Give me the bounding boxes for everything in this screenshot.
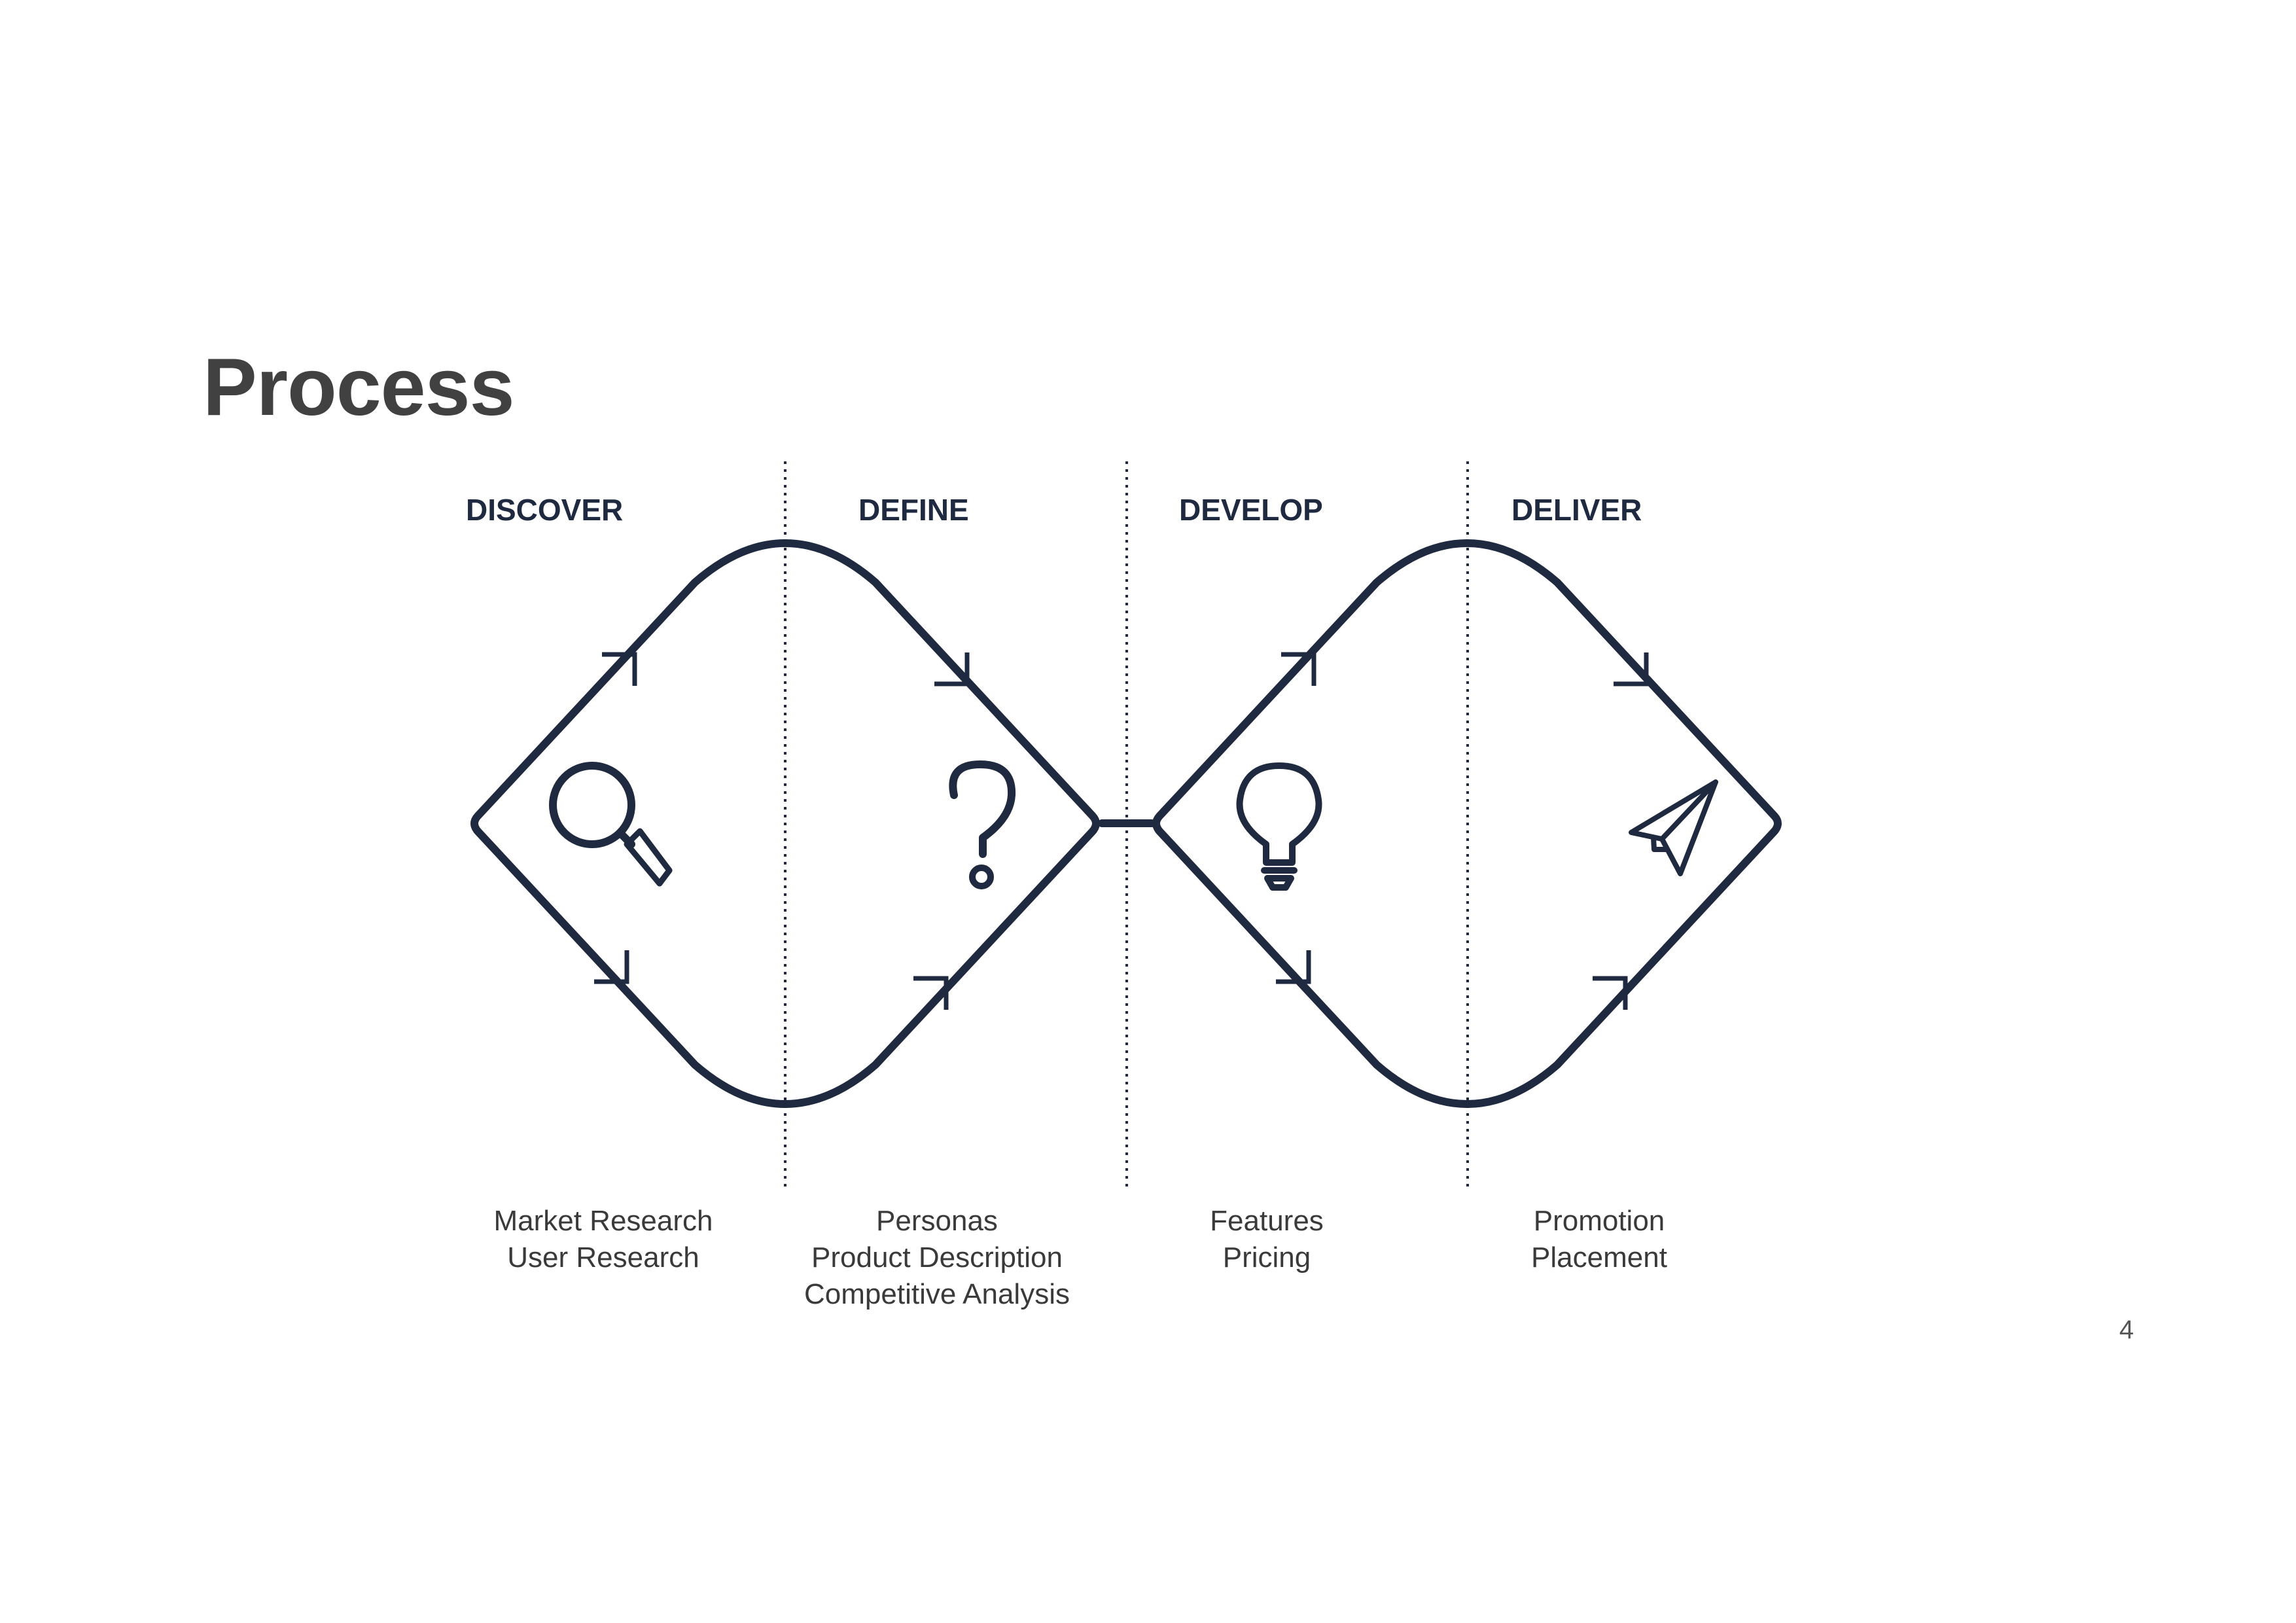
arrow-icon [1593, 976, 1628, 1010]
arrow-icon [1276, 950, 1311, 984]
phase-title-deliver: DELIVER [1511, 493, 1642, 527]
page-title: Process [203, 342, 515, 433]
arrow-icon [602, 652, 637, 686]
diamond-discover-define [470, 539, 1100, 1108]
list-item: Market Research [493, 1205, 713, 1237]
flow-arrows [594, 652, 1649, 1010]
phase-title-define: DEFINE [858, 493, 969, 527]
arrow-icon [934, 652, 970, 687]
list-item: Placement [1531, 1241, 1667, 1274]
list-item: Promotion [1533, 1205, 1665, 1237]
arrow-icon [1281, 652, 1316, 686]
paper-plane-icon [1629, 779, 1718, 876]
arrow-icon [594, 950, 629, 984]
page-number: 4 [2119, 1315, 2134, 1344]
question-mark-icon [949, 760, 1016, 889]
diamond-develop-deliver [1152, 539, 1782, 1108]
phase-items-develop: Features Pricing [1097, 1203, 1437, 1276]
phase-items-discover: Market Research User Research [433, 1203, 773, 1276]
list-item: User Research [507, 1241, 699, 1274]
lightbulb-icon [1236, 762, 1322, 891]
list-item: Competitive Analysis [804, 1278, 1070, 1310]
arrow-icon [913, 976, 949, 1010]
phase-title-discover: DISCOVER [466, 493, 623, 527]
phase-title-develop: DEVELOP [1179, 493, 1323, 527]
list-item: Product Description [811, 1241, 1063, 1274]
list-item: Personas [876, 1205, 998, 1237]
arrow-icon [1614, 652, 1649, 687]
phase-items-deliver: Promotion Placement [1429, 1203, 1769, 1276]
phase-items-define: Personas Product Description Competitive… [767, 1203, 1107, 1313]
list-item: Features [1210, 1205, 1324, 1237]
magnifier-icon [549, 762, 673, 887]
list-item: Pricing [1222, 1241, 1311, 1274]
